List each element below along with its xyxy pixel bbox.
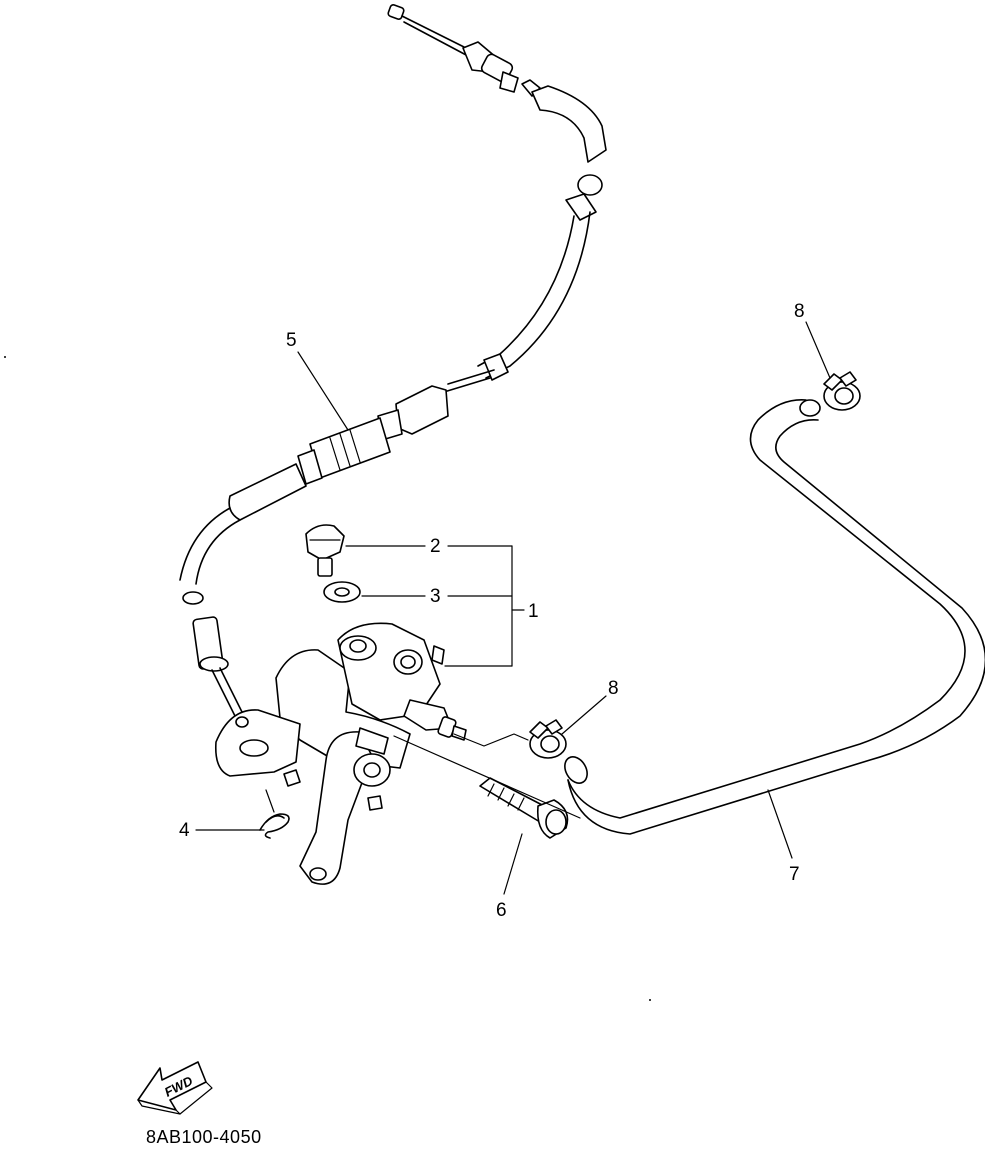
part-2-bolt: [305, 524, 345, 577]
callout-8-top: 8: [794, 301, 805, 322]
callout-2: 2: [430, 536, 441, 557]
callout-6: 6: [496, 900, 507, 921]
diagram-code: 8AB100-4050: [146, 1127, 262, 1147]
part-4-clip: [259, 813, 290, 839]
cable-top-end: [387, 4, 519, 93]
cable-lower-bend: [179, 463, 307, 723]
callout-5: 5: [286, 330, 297, 351]
cable-upper-bend: [521, 79, 607, 196]
cable-long-section: [443, 193, 597, 393]
fwd-arrow-icon: [137, 1061, 207, 1111]
stray-dot-2: [649, 999, 651, 1001]
callout-4: 4: [179, 820, 190, 841]
leader-lines: [195, 321, 831, 895]
cable-adjuster: [297, 385, 449, 485]
pump-lever: [299, 731, 373, 885]
part-8-clamp-mid: [529, 719, 567, 759]
callout-3: 3: [430, 586, 441, 607]
part-7-oil-hose: [564, 399, 985, 835]
part-8-clamp-top: [823, 371, 861, 411]
callout-7: 7: [789, 864, 800, 885]
throttle-cable-assembly: [179, 4, 607, 723]
part-6-screw: [479, 777, 569, 839]
callout-8-mid: 8: [608, 678, 619, 699]
fwd-arrow: FWD: [137, 1061, 213, 1115]
stray-dot-1: [4, 356, 6, 358]
oil-pump-assembly: [214, 622, 467, 885]
callouts: 1 2 3 4 5 6 7 8 8: [179, 301, 805, 921]
callout-1: 1: [528, 601, 539, 622]
part-3-washer: [323, 581, 361, 603]
